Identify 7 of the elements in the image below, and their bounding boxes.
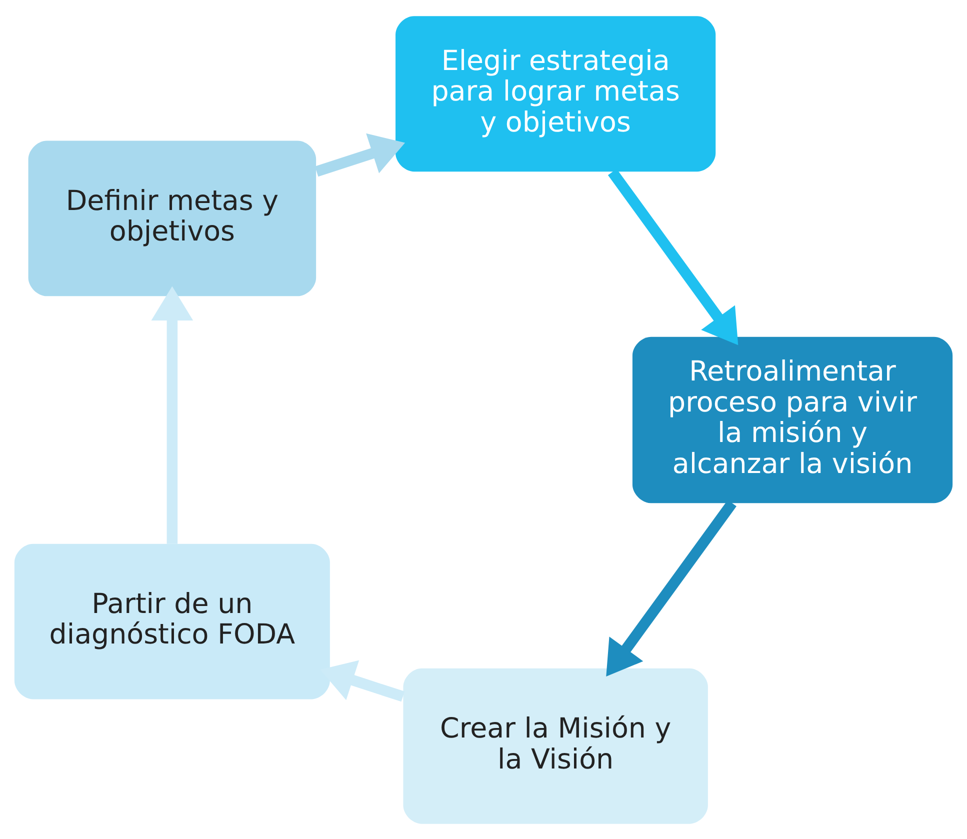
node-box: Elegir estrategia para lograr metas y objetivos — [396, 16, 716, 172]
node-box: Retroalimentar proceso para vivir la misión y alcanzar la visión — [632, 336, 953, 503]
node-box: Crear la Misión y la Visión — [403, 668, 708, 824]
arrow — [314, 132, 406, 176]
node-box: Definir metas y objetivos — [28, 140, 316, 296]
arrow — [151, 286, 194, 544]
node-box: Partir de un diagnóstico FODA — [14, 543, 330, 699]
